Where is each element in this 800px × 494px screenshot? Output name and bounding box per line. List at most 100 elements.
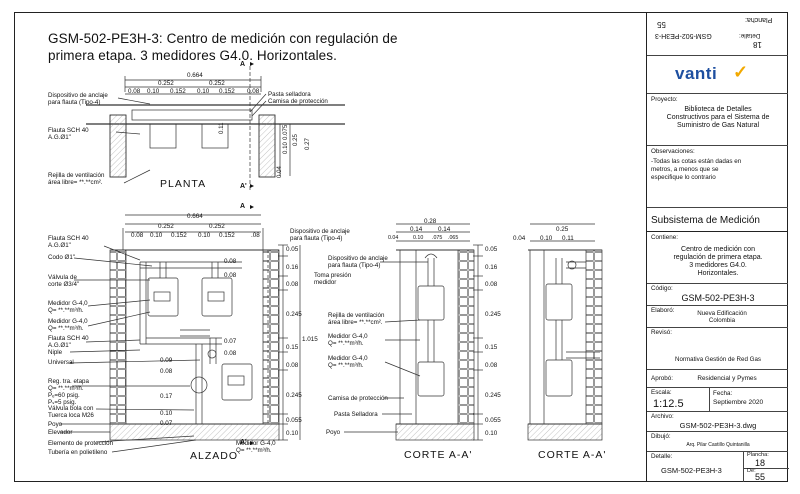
tb-divider (743, 452, 744, 482)
tb-codigo-label: Código: (651, 285, 673, 292)
planta-label-flauta: Flauta SCH 40 A.G.Ø1" (48, 127, 89, 141)
alzado-right-dim: 0.15 (286, 344, 299, 351)
tb-elaboro-value: Nueva Edificación Colombia (697, 310, 747, 324)
alzado-label-elevador: Elevador (48, 429, 73, 436)
drawing-title: GSM-502-PE3H-3: Centro de medición con r… (48, 30, 398, 64)
caption-corte-2: CORTE A-A' (538, 449, 607, 461)
tb-proyecto-label: Proyecto: (651, 96, 678, 103)
corte1-right-dim: 0.08 (485, 281, 498, 288)
alzado-dim-seg: 0.10 (198, 232, 211, 239)
alzado-dim-seg: 0.08 (131, 232, 144, 239)
tb-aprobo: Aprobó: Residencial y Pymes (647, 370, 788, 388)
cut-mark-a-bottom: A (240, 203, 246, 210)
tb-elaboro: Elaboró: Nueva Edificación Colombia (647, 306, 788, 328)
planta-dim-seg: 0.152 (170, 88, 186, 95)
corte1-right-dim: 0.245 (485, 392, 501, 399)
corte1-right-dim: 0.05 (485, 246, 498, 253)
tb-plancha-label-rot: Plancha: (745, 16, 773, 23)
corte1-label-camisa: Camisa de protección (328, 395, 388, 402)
tb-divider (743, 468, 789, 469)
planta-label-camisa: Camisa de protección (268, 98, 328, 105)
corte1-dim-half: 0.14 (438, 226, 451, 233)
planta-vdim: 0.25 (292, 134, 299, 146)
corte1-dim-seg: 0.10 (413, 235, 424, 241)
tb-subsistema-value: Subsistema de Medición (651, 215, 760, 226)
alzado-label-flauta-2: Flauta SCH 40 A.G.Ø1" (48, 335, 89, 349)
planta-dim-seg: 0.10 (197, 88, 210, 95)
corte1-label-pasta: Pasta Selladora (334, 411, 378, 418)
tb-archivo-value: GSM-502-PE3H-3.dwg (679, 421, 757, 430)
alzado-label-codo: Codo Ø1" (48, 254, 75, 261)
caption-planta: PLANTA (160, 178, 207, 190)
corte1-label-medidor-1: Medidor G-4,0 Q= **.**m³/h. (328, 333, 368, 347)
tb-proyecto: Proyecto: Biblioteca de Detalles Constru… (647, 94, 788, 146)
tb-plancha-value: 18 (755, 458, 766, 468)
alzado-dim-seg: .08 (251, 232, 260, 239)
alzado-label-proteccion: Elemento de protección (48, 440, 114, 447)
planta-dim-seg: 0.08 (247, 88, 260, 95)
alzado-label-medidor-bottom: Medidor G-4,0 Q= **.**m³/h. (236, 440, 276, 454)
alzado-label-tuberia: Tubería en polietileno (48, 449, 108, 456)
sheet-frame (14, 12, 788, 482)
alzado-inner-dim: 0.08 (224, 272, 237, 279)
planta-dim-seg: 0.08 (128, 88, 141, 95)
planta-label-anclaje: Dispositivo de anclaje para flauta (Tipo… (48, 92, 108, 106)
alzado-right-dim: 0.08 (286, 362, 299, 369)
alzado-label-niple: Niple (48, 349, 63, 356)
cut-mark-a-prime-bottom: A' (240, 439, 247, 446)
corte1-right-dim: 0.16 (485, 264, 498, 271)
tb-archivo: Archivo: GSM-502-PE3H-3.dwg (647, 412, 788, 432)
alzado-label-medidor-2: Medidor G-4,0 Q= **.**m³/h. (48, 318, 88, 332)
tb-contiene-value: Centro de medición con regulación de pri… (673, 246, 763, 277)
alzado-inner-dim: 0.10 (160, 410, 173, 417)
title-line-1: GSM-502-PE3H-3: Centro de medición con r… (48, 31, 398, 46)
caption-corte-1: CORTE A-A' (404, 449, 473, 461)
tb-fecha-label: Fecha: (713, 390, 733, 397)
alzado-right-dim: 0.055 (286, 417, 302, 424)
tb-escala-label: Escala: (651, 389, 672, 396)
alzado-right-dim: 0.16 (286, 264, 299, 271)
alzado-inner-dim: 0.08 (224, 258, 237, 265)
tb-reviso-label: Revisó: (651, 329, 672, 336)
alzado-right-dim: 0.245 (286, 392, 302, 399)
alzado-dim-half-1: 0.252 (158, 223, 174, 230)
alzado-inner-dim: 0.08 (224, 350, 237, 357)
tb-footer: Detalle: GSM-502-PE3H-3 Plancha: 18 De: … (647, 452, 789, 482)
vanti-check-icon: ✓ (733, 62, 749, 82)
planta-dim-seg: 0.10 (147, 88, 160, 95)
corte1-label-anclaje: Dispositivo de anclaje para flauta (Tipo… (328, 255, 388, 269)
tb-logo-row: vanti ✓ (647, 56, 788, 94)
alzado-inner-dim: 0.07 (224, 338, 237, 345)
tb-de-value-rot: 55 (657, 20, 666, 29)
tb-archivo-label: Archivo: (651, 413, 674, 420)
corte1-label-rejilla: Rejilla de ventilación área libre= **.**… (328, 312, 385, 326)
tb-detalle-label-rot: Detalle: (739, 32, 761, 39)
tb-de-value: 55 (755, 472, 766, 482)
planta-vdim: 0.04 (276, 166, 283, 178)
tb-plancha-label: Plancha: (747, 452, 769, 458)
tb-elaboro-label: Elaboró: (651, 307, 675, 314)
alzado-label-valvula-bola: Válvula bola con Tuerca loca M26 (48, 405, 94, 419)
alzado-label-universal: Universal (48, 359, 74, 366)
corte1-right-dim: 0.15 (485, 344, 498, 351)
corte1-right-dim: 0.245 (485, 311, 501, 318)
corte2-dim-seg: 0.11 (562, 235, 574, 242)
alzado-dim-seg: 0.152 (171, 232, 187, 239)
tb-dibujo-label: Dibujó: (651, 433, 671, 440)
alzado-total-height: 1.015 (302, 336, 318, 343)
alzado-label-valvula: Válvula de corte Ø3/4" (48, 274, 80, 288)
corte1-dim-seg: 0.04 (388, 235, 399, 241)
cut-mark-a-prime-top: A' (240, 183, 247, 190)
alzado-right-dim: 0.08 (286, 281, 299, 288)
tb-reviso: Revisó: Normativa Gestión de Red Gas (647, 328, 788, 370)
tb-escala-fecha: Escala: 1:12.5 Fecha: Septiembre 2020 (647, 388, 788, 412)
alzado-right-dim: 0.10 (286, 430, 299, 437)
corte2-dim-seg: 0.04 (513, 235, 526, 242)
tb-proyecto-value: Biblioteca de Detalles Constructivos par… (666, 106, 770, 129)
planta-vdim: 0.11 (218, 122, 225, 134)
tb-dibujo-value: Arq. Pilar Castillo Quintanilla (686, 442, 750, 448)
corte1-dim-seg: .075 (432, 235, 443, 241)
alzado-label-anclaje: Dispositivo de anclaje para flauta (Tipo… (290, 228, 350, 242)
alzado-right-dim: 0.05 (286, 246, 299, 253)
alzado-label-flauta: Flauta SCH 40 A.G.Ø1" (48, 235, 89, 249)
